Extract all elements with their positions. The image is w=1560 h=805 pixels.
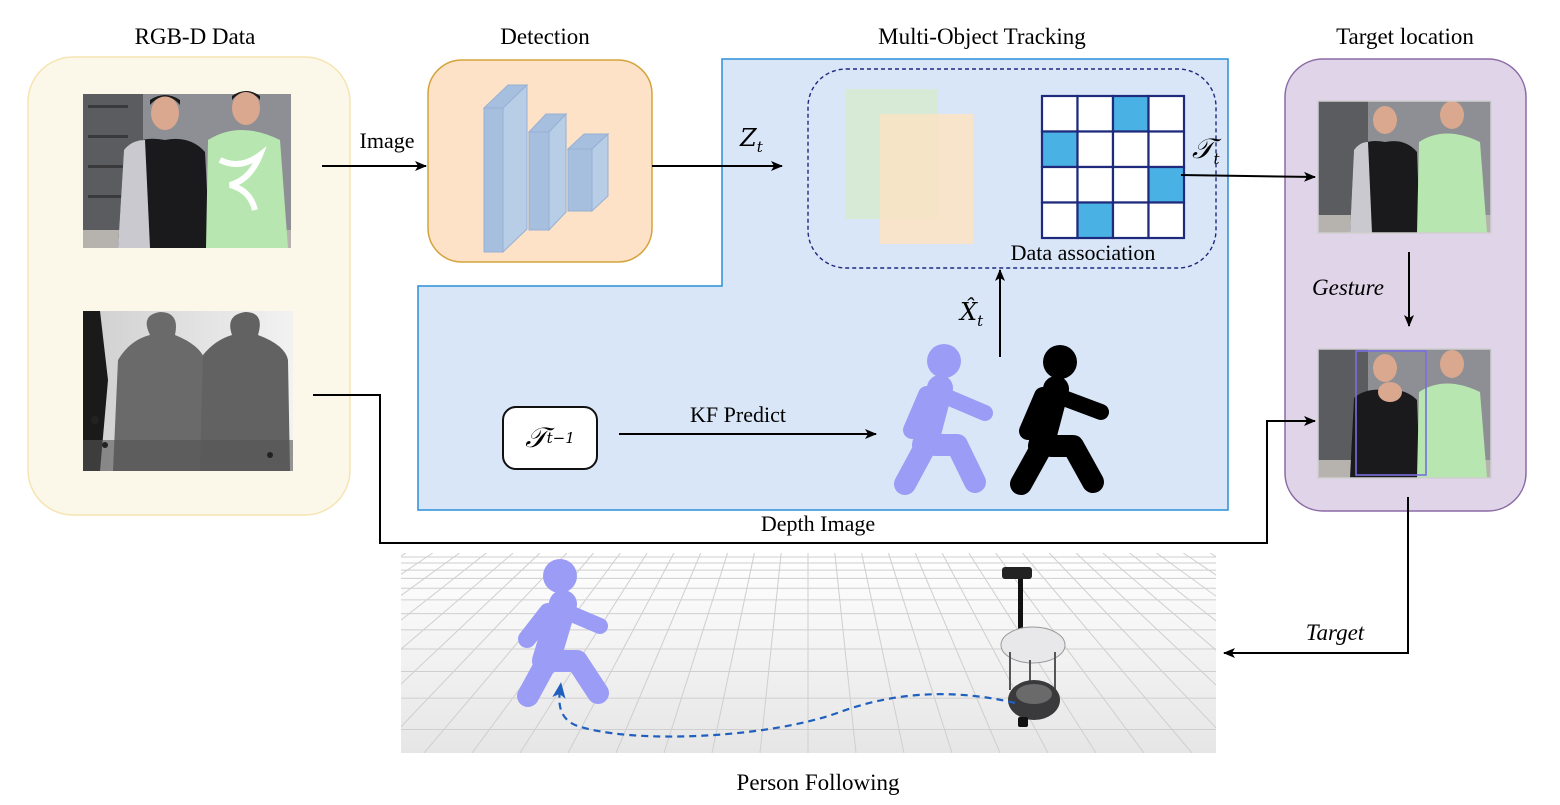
- zt-label: Zt: [740, 124, 763, 156]
- rgb-image: [83, 91, 291, 248]
- association-cell: [1040, 165, 1079, 204]
- association-cell-matched: [1040, 130, 1079, 169]
- rgbd-title: RGB-D Data: [135, 24, 256, 49]
- association-cell: [1111, 130, 1150, 169]
- predicted-walker-icon: [894, 344, 993, 495]
- data-association-label: Data association: [1011, 240, 1156, 265]
- target-label: Target: [1306, 620, 1365, 645]
- association-cell: [1147, 94, 1186, 133]
- tau-t-arrow: [1180, 171, 1316, 182]
- follow-trajectory: [552, 682, 1016, 738]
- detection-title: Detection: [500, 24, 590, 49]
- cnn-icon: [482, 83, 610, 254]
- association-cell: [1147, 130, 1186, 169]
- kf-predict-label: KF Predict: [690, 402, 786, 427]
- target-connector: [1223, 497, 1409, 658]
- association-cell: [1076, 130, 1115, 169]
- target-image-bottom: [1317, 348, 1492, 479]
- association-cell-matched: [1076, 201, 1115, 240]
- mot-panel: [417, 58, 1229, 511]
- image-label: Image: [360, 128, 415, 153]
- association-cell-matched: [1147, 165, 1186, 204]
- association-cell: [1147, 201, 1186, 240]
- association-grid: [1040, 94, 1186, 240]
- xhat-label: X̂t: [960, 298, 984, 330]
- robot-icon: [1000, 567, 1066, 727]
- person-following-label: Person Following: [737, 770, 900, 795]
- detection-box-orange: [880, 114, 973, 244]
- target-image-top: [1317, 100, 1492, 234]
- detected-walker-icon: [1010, 345, 1109, 495]
- follow-walker-icon: [517, 559, 609, 707]
- depth-image: [83, 311, 293, 471]
- association-cell: [1040, 94, 1079, 133]
- association-cell: [1111, 165, 1150, 204]
- gesture-label: Gesture: [1312, 275, 1384, 300]
- target-location-title: Target location: [1336, 24, 1474, 49]
- tau-t-label: 𝒯t: [1192, 132, 1220, 168]
- mot-title: Multi-Object Tracking: [878, 24, 1086, 49]
- association-cell: [1111, 201, 1150, 240]
- depth-image-connector: [313, 394, 1316, 544]
- association-cell: [1076, 165, 1115, 204]
- association-cell: [1040, 201, 1079, 240]
- depth-image-label: Depth Image: [761, 511, 875, 536]
- association-cell: [1076, 94, 1115, 133]
- association-cell-matched: [1111, 94, 1150, 133]
